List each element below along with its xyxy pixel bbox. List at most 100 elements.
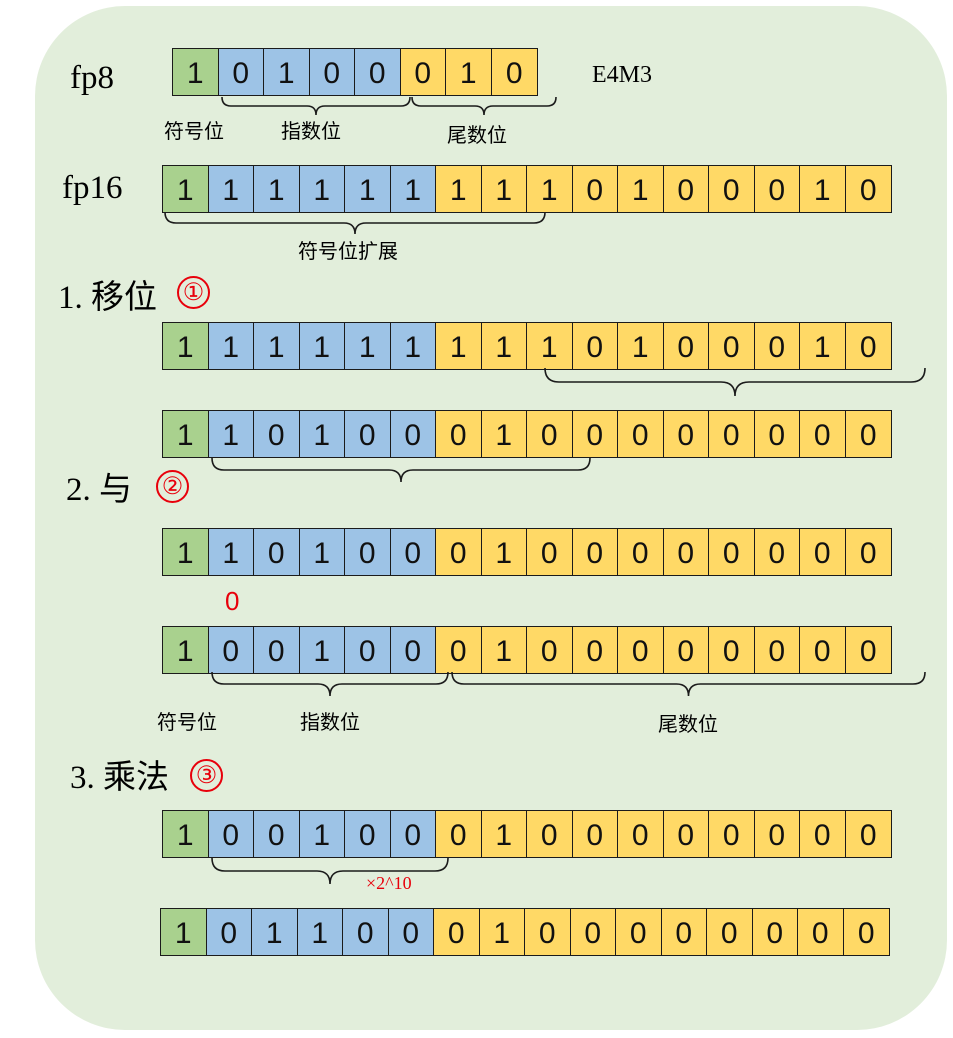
bit-cell: 1 xyxy=(208,323,254,369)
bit-cell: 0 xyxy=(845,627,891,673)
bit-cell: 1 xyxy=(436,323,482,369)
bit-cell: 1 xyxy=(163,811,209,857)
bit-cell: 0 xyxy=(663,166,709,212)
sign-extension-caption: 符号位扩展 xyxy=(298,239,398,263)
bit-cell: 1 xyxy=(252,909,298,955)
bit-cell: 0 xyxy=(254,627,300,673)
bit-cell: 1 xyxy=(297,909,343,955)
bit-cell: 0 xyxy=(754,529,800,575)
bit-cell: 1 xyxy=(208,411,254,457)
bit-cell: 0 xyxy=(572,529,618,575)
bit-cell: 0 xyxy=(618,529,664,575)
bit-cell: 0 xyxy=(616,909,662,955)
fp8-sign-caption: 符号位 xyxy=(164,119,224,143)
bit-cell: 0 xyxy=(572,166,618,212)
bit-cell: 1 xyxy=(481,166,527,212)
bit-cell: 0 xyxy=(663,529,709,575)
bit-cell: 1 xyxy=(299,529,345,575)
bit-cell: 1 xyxy=(163,529,209,575)
fp8-mantissa-caption: 尾数位 xyxy=(447,123,507,147)
bit-cell: 0 xyxy=(845,529,891,575)
bit-cell: 0 xyxy=(800,627,846,673)
step3-badge: ③ xyxy=(190,759,223,792)
bit-cell: 0 xyxy=(843,909,889,955)
bit-cell: 0 xyxy=(709,627,755,673)
step2-badge: ② xyxy=(156,470,189,503)
step1-label: 1. 移位 xyxy=(58,280,157,316)
bit-cell: 0 xyxy=(798,909,844,955)
step1-target-brace xyxy=(211,457,591,483)
fp8-label: fp8 xyxy=(70,60,114,96)
bit-cell: 0 xyxy=(309,49,355,95)
bit-cell: 1 xyxy=(618,323,664,369)
bit-cell: 1 xyxy=(345,166,391,212)
fp8-mantissa-brace xyxy=(411,96,557,116)
bit-cell: 0 xyxy=(754,166,800,212)
bit-cell: 0 xyxy=(845,811,891,857)
bit-cell: 0 xyxy=(709,166,755,212)
bit-cell: 0 xyxy=(570,909,616,955)
bit-cell: 0 xyxy=(709,811,755,857)
step2-exponent-caption: 指数位 xyxy=(300,710,360,734)
fp16-label: fp16 xyxy=(62,170,123,206)
bit-cell: 0 xyxy=(345,627,391,673)
bit-cell: 0 xyxy=(345,811,391,857)
bit-cell: 0 xyxy=(390,627,436,673)
bit-cell: 0 xyxy=(618,411,664,457)
bit-cell: 0 xyxy=(434,909,480,955)
bit-cell: 0 xyxy=(663,627,709,673)
bit-cell: 0 xyxy=(709,529,755,575)
and-mask-note: 0 xyxy=(225,586,240,616)
bit-cell: 0 xyxy=(754,627,800,673)
bit-cell: 0 xyxy=(525,909,571,955)
bit-cell: 0 xyxy=(343,909,389,955)
bit-cell: 0 xyxy=(754,411,800,457)
bit-cell: 0 xyxy=(400,49,446,95)
step3-label: 3. 乘法 xyxy=(70,760,169,796)
bit-cell: 0 xyxy=(572,411,618,457)
bit-cell: 1 xyxy=(481,529,527,575)
bit-cell: 0 xyxy=(754,811,800,857)
step2-exponent-brace xyxy=(211,671,449,697)
bit-cell: 1 xyxy=(264,49,310,95)
bit-cell: 1 xyxy=(208,529,254,575)
bit-cell: 0 xyxy=(208,811,254,857)
bit-cell: 0 xyxy=(254,811,300,857)
bit-cell: 1 xyxy=(481,323,527,369)
bit-cell: 1 xyxy=(163,323,209,369)
bit-cell: 1 xyxy=(481,811,527,857)
bit-cell: 1 xyxy=(163,166,209,212)
bit-cell: 1 xyxy=(161,909,207,955)
bit-cell: 0 xyxy=(800,529,846,575)
bit-cell: 1 xyxy=(254,323,300,369)
bit-cell: 0 xyxy=(618,811,664,857)
bit-cell: 0 xyxy=(709,323,755,369)
bit-cell: 1 xyxy=(208,166,254,212)
bit-cell: 1 xyxy=(299,411,345,457)
bit-cell: 1 xyxy=(299,323,345,369)
bit-cell: 1 xyxy=(390,323,436,369)
bit-cell: 0 xyxy=(206,909,252,955)
bit-cell: 1 xyxy=(481,627,527,673)
bit-cell: 1 xyxy=(800,166,846,212)
bit-cell: 0 xyxy=(663,811,709,857)
bit-cell: 0 xyxy=(390,811,436,857)
bit-cell: 0 xyxy=(218,49,264,95)
step2-mantissa-caption: 尾数位 xyxy=(658,712,718,736)
bit-cell: 0 xyxy=(355,49,401,95)
bit-cell: 0 xyxy=(800,411,846,457)
bit-cell: 0 xyxy=(254,529,300,575)
bit-cell: 0 xyxy=(527,811,573,857)
bit-cell: 0 xyxy=(572,811,618,857)
bit-cell: 0 xyxy=(345,411,391,457)
step2-mantissa-brace xyxy=(451,671,926,697)
bit-cell: 0 xyxy=(709,411,755,457)
bit-cell: 0 xyxy=(208,627,254,673)
bit-cell: 0 xyxy=(390,411,436,457)
